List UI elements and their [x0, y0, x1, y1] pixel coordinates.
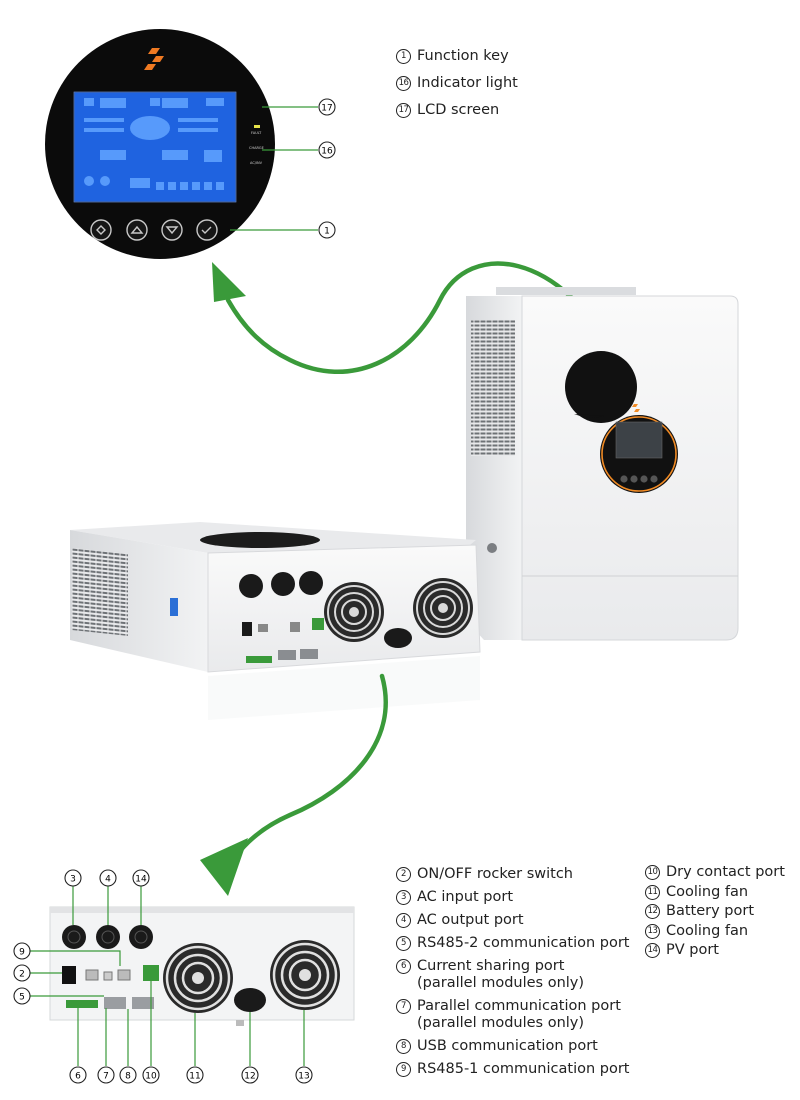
callout-11: 11 [189, 1072, 200, 1082]
legend-item: 11 Cooling fan [645, 884, 785, 901]
legend-text: AC input port [417, 889, 514, 905]
legend-number: 14 [645, 943, 660, 958]
legend-text: Cooling fan [666, 883, 749, 900]
legend-number: 9 [396, 1062, 411, 1077]
legend-number: 7 [396, 999, 411, 1014]
legend-text: Function key [417, 48, 509, 64]
callout-16: 16 [321, 147, 333, 157]
detail-view [49, 906, 355, 1026]
detail-callouts: 3 4 14 9 2 5 6 7 8 10 11 12 13 [13, 869, 313, 1084]
legend-number: 16 [396, 76, 411, 91]
legend-text: Current sharing port (parallel modules o… [417, 958, 585, 991]
bottom-legend-left: 2 ON/OFF rocker switch 3 AC input port 4… [396, 866, 636, 1084]
legend-number: 11 [645, 884, 660, 900]
legend-number: 17 [396, 103, 411, 118]
callout-10: 10 [145, 1072, 157, 1082]
legend-number: 1 [396, 49, 411, 64]
callout-8: 8 [125, 1072, 131, 1082]
legend-item: 10 Dry contact port [645, 864, 785, 881]
legend-number: 8 [396, 1039, 411, 1054]
callout-5: 5 [19, 993, 25, 1003]
callout-1: 1 [324, 227, 330, 237]
legend-number: 2 [396, 867, 411, 882]
zoom-panel: FAULT CHARGE AC/INV [45, 29, 275, 259]
legend-item: 1 Function key [396, 48, 518, 75]
detail-fan-left [163, 943, 233, 1013]
callout-9: 9 [19, 948, 25, 958]
callout-6: 6 [75, 1072, 81, 1082]
top-callout-lines [230, 106, 318, 231]
legend-text: ON/OFF rocker switch [417, 866, 573, 882]
indicator-lights: FAULT CHARGE AC/INV [249, 125, 264, 165]
bottom-legend-right: 10 Dry contact port 11 Cooling fan 12 Ba… [645, 864, 785, 962]
legend-item: 13 Cooling fan [645, 923, 785, 940]
upright-inverter [466, 287, 739, 641]
box-inverter [70, 522, 481, 673]
callout-12: 12 [244, 1072, 255, 1082]
top-arrow [212, 261, 621, 375]
legend-text: Parallel communication port (parallel mo… [417, 998, 621, 1031]
brand-logo [144, 48, 164, 70]
legend-number: 3 [396, 890, 411, 905]
legend-item: 7 Parallel communication port (parallel … [396, 998, 636, 1032]
indicator-charge-label: CHARGE [249, 146, 264, 150]
reflection [208, 656, 480, 720]
indicator-fault-label: FAULT [251, 131, 262, 135]
legend-text: Indicator light [417, 75, 518, 91]
detail-fan-right [270, 940, 340, 1010]
legend-number: 13 [645, 923, 660, 939]
callout-3: 3 [70, 875, 76, 885]
legend-number: 10 [645, 865, 660, 880]
legend-text: USB communication port [417, 1038, 598, 1054]
legend-text: Cooling fan [666, 922, 749, 939]
legend-text: Battery port [666, 903, 754, 919]
legend-item: 4 AC output port [396, 912, 636, 929]
legend-item: 14 PV port [645, 942, 785, 959]
detail-callout-lines [30, 886, 305, 1066]
callout-2: 2 [19, 970, 25, 980]
legend-text: AC output port [417, 912, 524, 928]
legend-item: 8 USB communication port [396, 1038, 636, 1055]
top-callouts: 17 16 1 [318, 98, 336, 239]
legend-item: 3 AC input port [396, 889, 636, 906]
legend-number: 5 [396, 936, 411, 951]
legend-number: 6 [396, 959, 411, 974]
callout-7: 7 [103, 1072, 109, 1082]
top-legend: 1 Function key 16 Indicator light 17 LCD… [396, 48, 518, 129]
legend-text: LCD screen [417, 102, 500, 118]
legend-item: 6 Current sharing port (parallel modules… [396, 958, 636, 992]
bottom-arrow [200, 673, 388, 896]
legend-item: 9 RS485-1 communication port [396, 1061, 636, 1078]
legend-item: 5 RS485-2 communication port [396, 935, 636, 952]
legend-text: RS485-2 communication port [417, 935, 630, 951]
lcd-screen [73, 91, 237, 203]
callout-17: 17 [321, 104, 332, 114]
callout-14: 14 [135, 875, 147, 885]
box-fan-left [324, 582, 384, 642]
legend-item: 12 Battery port [645, 903, 785, 920]
callout-4: 4 [105, 875, 111, 885]
callout-13: 13 [298, 1072, 309, 1082]
function-keys [90, 219, 218, 241]
box-fan-right [413, 578, 473, 638]
legend-item: 16 Indicator light [396, 75, 518, 102]
legend-text: RS485-1 communication port [417, 1061, 630, 1077]
legend-item: 2 ON/OFF rocker switch [396, 866, 636, 883]
legend-number: 12 [645, 904, 660, 919]
legend-item: 17 LCD screen [396, 102, 518, 129]
legend-text: Dry contact port [666, 864, 785, 880]
legend-text: PV port [666, 942, 719, 958]
indicator-acinv-label: AC/INV [250, 161, 263, 165]
legend-number: 4 [396, 913, 411, 928]
